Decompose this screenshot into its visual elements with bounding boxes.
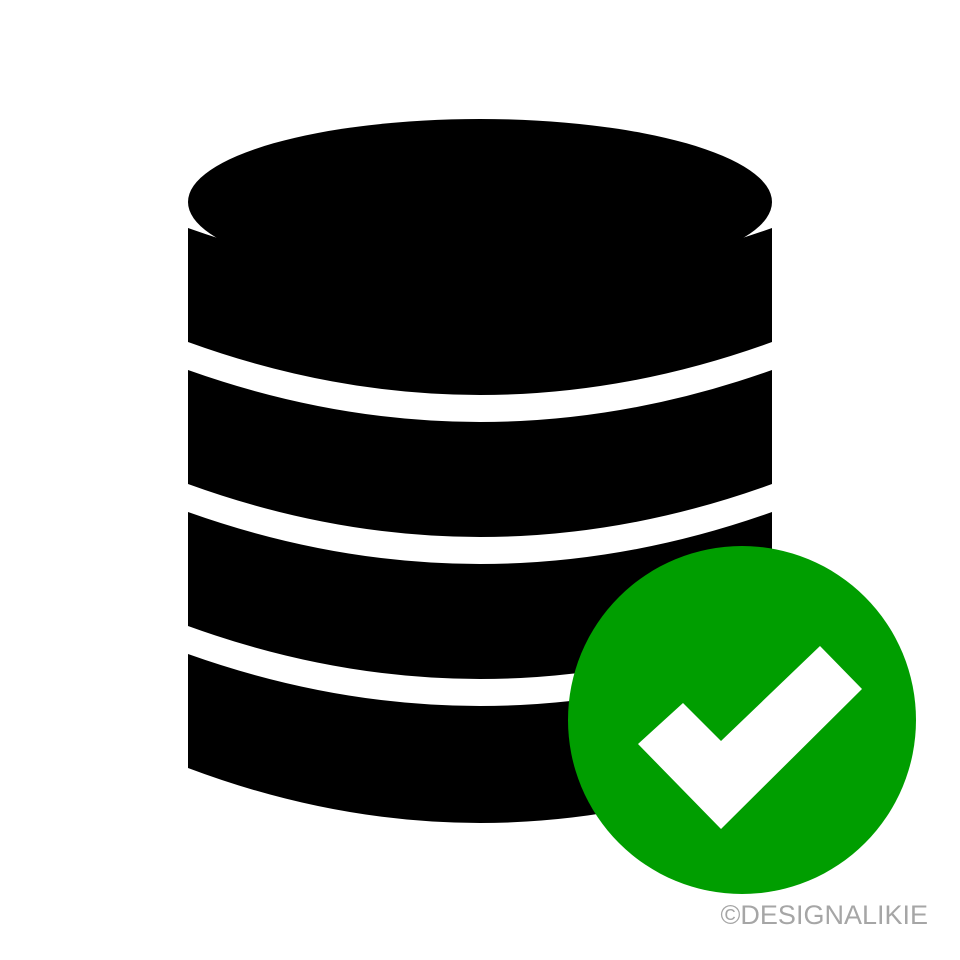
- checkmark-icon: [638, 646, 862, 829]
- database-layer-2: [188, 370, 772, 537]
- database-layer-1: [188, 228, 772, 395]
- copyright-watermark: ©DESIGNALIKIE: [720, 900, 928, 930]
- check-badge: [568, 546, 916, 894]
- database-top-disk: [188, 119, 772, 285]
- check-badge-circle: [568, 546, 916, 894]
